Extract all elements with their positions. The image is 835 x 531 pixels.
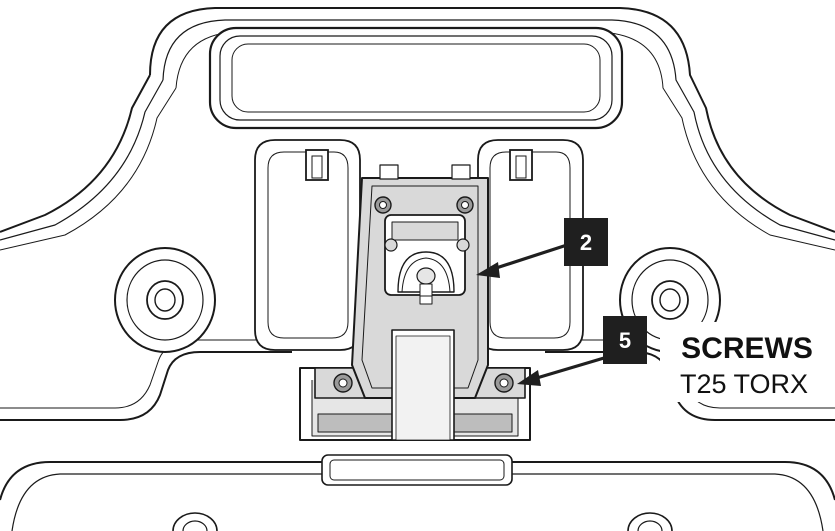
mounting-bracket <box>299 164 531 486</box>
callout-2: 2 <box>476 218 608 278</box>
screws-title: SCREWS <box>681 332 813 365</box>
bracket-screw-top-right <box>456 196 474 214</box>
right-grip-pocket <box>477 139 584 351</box>
bracket-screw-bottom-left <box>333 373 353 393</box>
left-grip-pocket <box>254 139 361 351</box>
housing-outline <box>0 7 835 531</box>
bottom-right-boss <box>627 512 673 531</box>
callout-5: 5 <box>517 316 647 386</box>
handle-slot <box>208 26 624 130</box>
bracket-screw-bottom-right <box>494 373 514 393</box>
callout-number: 2 <box>580 230 592 255</box>
bracket-screw-top-left <box>374 196 392 214</box>
arrow-head-icon <box>517 370 541 386</box>
bottom-left-boss <box>172 512 218 531</box>
screws-label: SCREWS T25 TORX <box>660 322 835 402</box>
arrow-head-icon <box>476 262 500 278</box>
screws-spec: T25 TORX <box>680 369 808 399</box>
left-boss <box>114 247 216 353</box>
callout-number: 5 <box>619 328 631 353</box>
